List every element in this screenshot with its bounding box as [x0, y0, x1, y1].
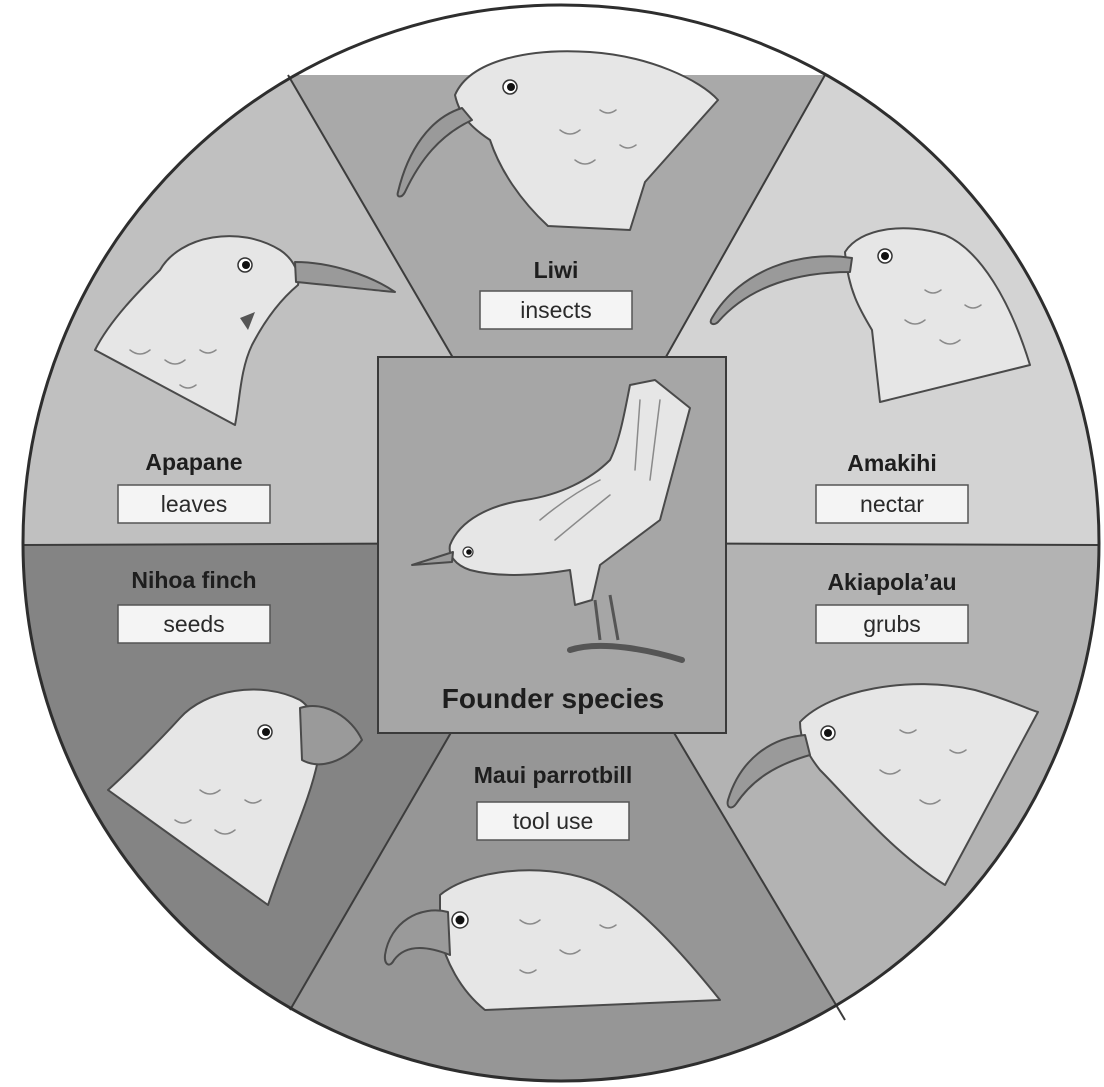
akiapolaau-name: Akiapola’au [827, 569, 956, 595]
liwi-name: Liwi [534, 257, 579, 283]
founder-species-label: Founder species [442, 683, 665, 714]
amakihi-diet-box [815, 484, 969, 524]
amakihi-name: Amakihi [847, 450, 936, 476]
akiapolaau-diet-box [815, 604, 969, 644]
apapane-diet-box [117, 484, 271, 524]
maui-parrotbill-diet-box [476, 801, 630, 841]
liwi-bird-head-icon [396, 50, 719, 231]
nihoa-finch-diet: seeds [163, 611, 224, 637]
apapane-name: Apapane [145, 449, 242, 475]
nihoa-finch-bird-head-icon [107, 688, 363, 906]
liwi-diet: insects [520, 297, 592, 323]
outer-circle [21, 3, 1101, 1083]
apapane-diet: leaves [161, 491, 227, 517]
apapane-bird-head-icon [94, 235, 396, 426]
maui-parrotbill-diet: tool use [513, 808, 594, 834]
akiapolaau-diet: grubs [863, 611, 921, 637]
amakihi-diet: nectar [860, 491, 924, 517]
liwi-diet-box [479, 290, 633, 330]
nihoa-finch-diet-box [117, 604, 271, 644]
maui-parrotbill-bird-head-icon [383, 869, 721, 1011]
amakihi-bird-head-icon [709, 227, 1031, 403]
founder-bird-icon [411, 379, 691, 663]
maui-parrotbill-name: Maui parrotbill [474, 762, 632, 788]
akiapolaau-bird-head-icon [726, 683, 1039, 886]
nihoa-finch-name: Nihoa finch [131, 567, 256, 593]
